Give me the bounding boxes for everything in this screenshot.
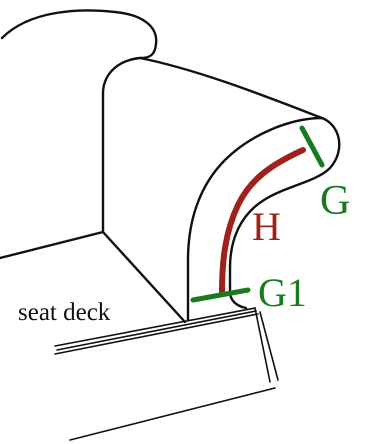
seat-deck-edge-upper	[54, 307, 256, 347]
floor-line	[69, 387, 276, 441]
seat-back-line	[0, 230, 105, 260]
h-measure-line	[219, 147, 306, 295]
g-label: G	[320, 178, 350, 224]
arm-front-outline	[101, 56, 142, 234]
arm-outer-profile	[228, 116, 341, 310]
seat-deck-edge-mid	[56, 310, 257, 351]
g1-label: G1	[258, 270, 307, 315]
sofa-back-outline	[0, 9, 158, 60]
arm-front-vertical-b	[259, 311, 279, 381]
arm-inner-profile	[186, 116, 324, 322]
seat-deck-label: seat deck	[18, 299, 111, 326]
seat-deck-edge-lower	[54, 313, 259, 355]
arm-base-line	[101, 230, 187, 324]
g-measure-line	[299, 125, 325, 168]
g1-measure-line	[190, 287, 251, 303]
h-label: H	[252, 204, 281, 249]
arm-top-edge	[138, 56, 324, 120]
arm-front-vertical-a	[254, 307, 271, 383]
